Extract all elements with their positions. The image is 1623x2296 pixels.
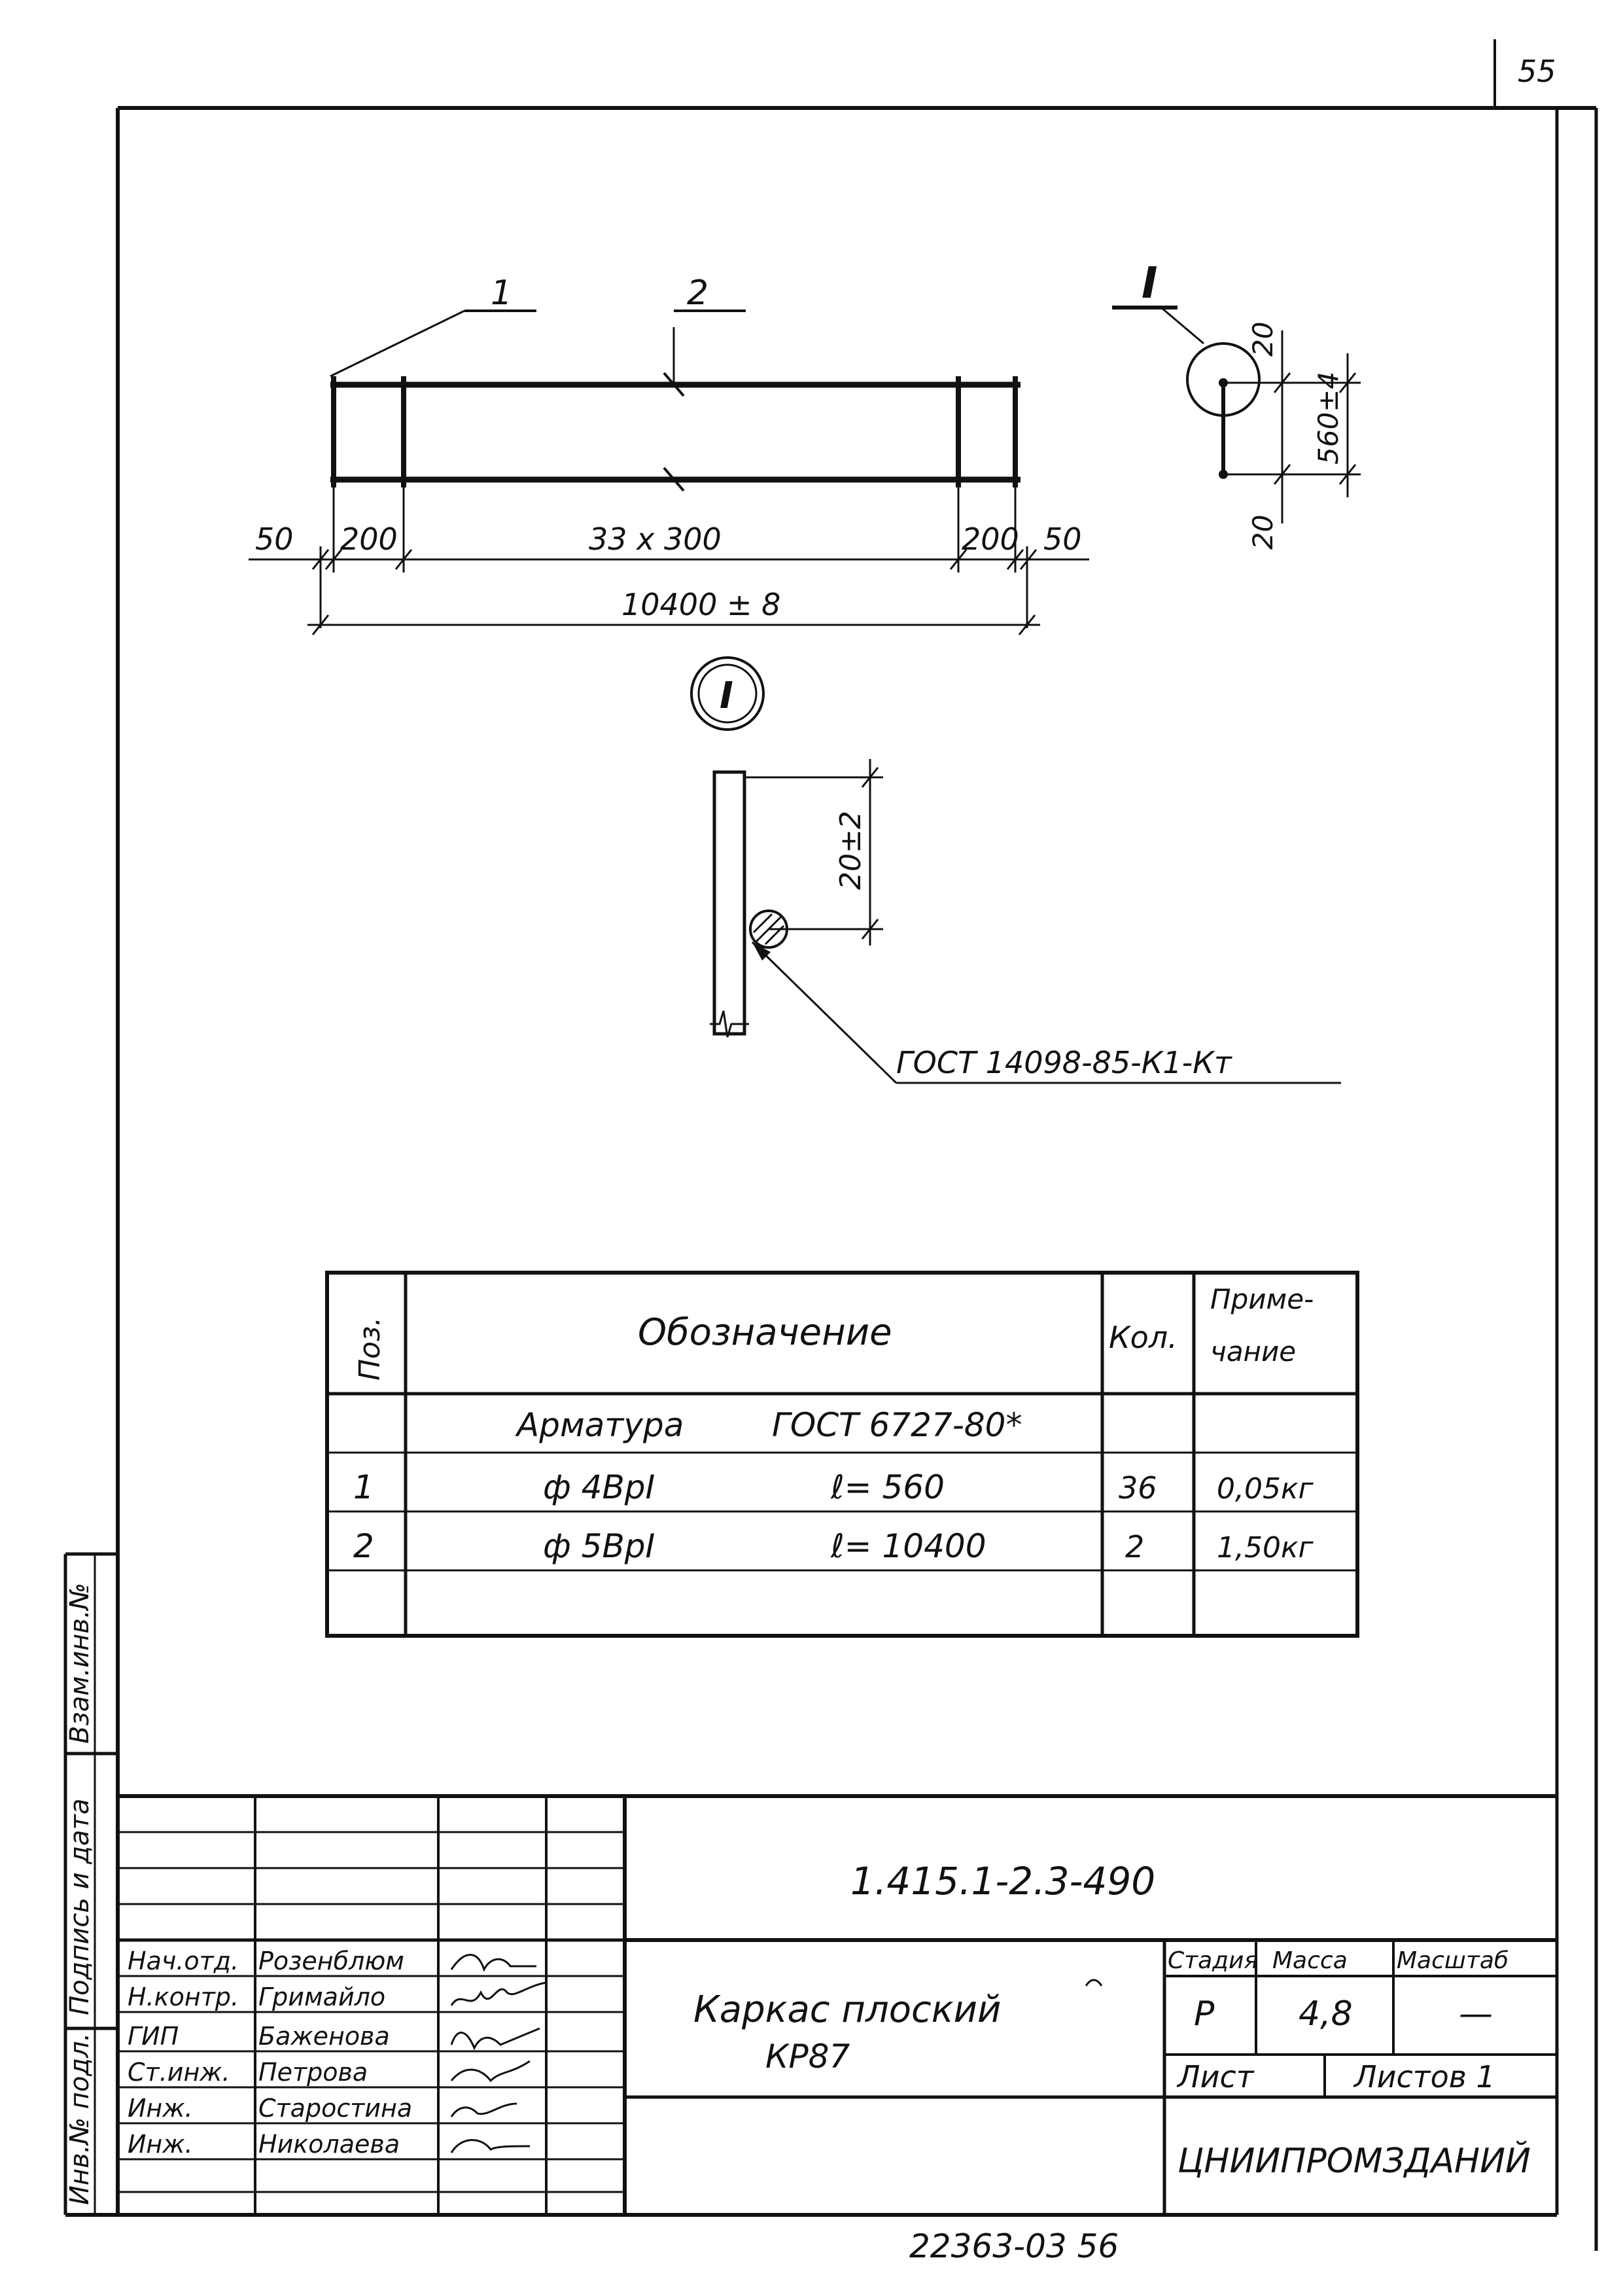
weld-detail: I 20±2 ГОСТ 14098-85-К1-Кт — [690, 656, 1341, 1084]
sheets-label: Листов 1 — [1353, 2059, 1495, 2094]
person-role-5: Инж. — [128, 2094, 193, 2123]
person-name-1: Розенблюм — [258, 1947, 404, 1975]
header-note-line1: Приме- — [1210, 1283, 1314, 1315]
person-name-5: Старостина — [258, 2094, 412, 2123]
title-block: 1.415.1-2.3-490 Каркас плоский КР87 Стад… — [118, 1794, 1557, 2215]
row-2-qty: 2 — [1125, 1529, 1144, 1564]
person-role-1: Нач.отд. — [128, 1947, 239, 1975]
person-name-6: Николаева — [258, 2130, 400, 2159]
person-name-4: Петрова — [258, 2058, 368, 2087]
row-2-mark: ф 5ВрI — [543, 1527, 655, 1565]
dim-total: 10400 ± 8 — [621, 587, 780, 622]
signatures — [450, 1954, 547, 2153]
scale-value: — — [1459, 1994, 1493, 2034]
table-row: 1 ф 4ВрI ℓ= 560 36 0,05кг — [353, 1468, 1314, 1506]
group-row-left: Арматура — [515, 1406, 684, 1444]
dim-200-left: 200 — [340, 521, 398, 557]
sheet-frame — [65, 106, 1598, 2251]
row-1-pos: 1 — [353, 1468, 374, 1506]
section-label: I — [1142, 258, 1158, 308]
dim-20-bottom: 20 — [1247, 515, 1279, 550]
bottom-code: 22363-03 56 — [909, 2227, 1119, 2265]
title-line2: КР87 — [765, 2038, 850, 2075]
stage-value: Р — [1194, 1994, 1215, 2034]
cross-section: I 20 560±4 20 — [1112, 258, 1361, 550]
dim-20-detail: 20±2 — [834, 811, 867, 890]
mass-value: 4,8 — [1299, 1994, 1353, 2034]
person-role-4: Ст.инж. — [128, 2058, 230, 2087]
replaced-inv-label: Взам.инв.№ — [65, 1583, 95, 1744]
header-qty: Кол. — [1109, 1320, 1178, 1355]
pos-2-label: 2 — [687, 274, 708, 313]
org-name: ЦНИИПРОМЗДАНИЙ — [1178, 2141, 1531, 2181]
doc-code: 1.415.1-2.3-490 — [850, 1859, 1155, 1903]
person-name-2: Гримайло — [258, 1983, 385, 2011]
spec-table: Поз. Обозначение Кол. Приме- чание Армат… — [325, 1271, 1359, 1638]
row-2-length: ℓ= 10400 — [830, 1527, 986, 1565]
row-1-mark: ф 4ВрI — [543, 1468, 655, 1506]
scale-label: Масштаб — [1397, 1947, 1509, 1974]
dim-33x300: 33 x 300 — [589, 521, 722, 557]
person-role-6: Инж. — [128, 2130, 193, 2159]
pos-1-label: 1 — [491, 274, 512, 313]
dim-200-right: 200 — [962, 521, 1019, 557]
row-1-qty: 36 — [1119, 1470, 1157, 1506]
weld-note: ГОСТ 14098-85-К1-Кт — [896, 1045, 1232, 1080]
row-1-note: 0,05кг — [1217, 1472, 1314, 1506]
dim-560: 560±4 — [1312, 372, 1344, 465]
row-1-length: ℓ= 560 — [830, 1468, 945, 1506]
header-pos: Поз. — [353, 1317, 387, 1381]
title-line1: Каркас плоский — [693, 1988, 1001, 2031]
dim-20-top: 20 — [1247, 322, 1279, 357]
row-2-pos: 2 — [353, 1527, 374, 1565]
mass-label: Масса — [1272, 1947, 1348, 1974]
row-2-note: 1,50кг — [1217, 1531, 1314, 1564]
header-note-line2: чание — [1210, 1335, 1296, 1368]
sheet-label: Лист — [1176, 2059, 1255, 2094]
header-designation: Обозначение — [638, 1311, 892, 1354]
detail-marker-inner — [697, 663, 758, 724]
person-name-3: Баженова — [258, 2022, 390, 2051]
sign-date-label: Подпись и дата — [65, 1799, 95, 2015]
dim-50-left: 50 — [255, 521, 294, 557]
table-row: 2 ф 5ВрI ℓ= 10400 2 1,50кг — [353, 1527, 1314, 1565]
person-role-3: ГИП — [128, 2022, 179, 2051]
frame-elevation: 1 2 50 200 33 x 300 200 50 10400 ± 8 — [249, 274, 1089, 635]
page-number: 55 — [1518, 54, 1556, 89]
inv-no-label: Инв.№ подл. — [65, 2033, 95, 2205]
group-row-right: ГОСТ 6727-80* — [772, 1406, 1022, 1444]
dim-50-right: 50 — [1043, 521, 1082, 557]
stage-label: Стадия — [1168, 1947, 1258, 1974]
detail-marker-outer — [690, 656, 765, 731]
detail-marker-label: I — [720, 675, 733, 717]
page-number-box: 55 — [1493, 39, 1596, 109]
side-stamp: Взам.инв.№ Подпись и дата Инв.№ подл. — [63, 1552, 118, 2215]
person-role-2: Н.контр. — [128, 1983, 239, 2011]
